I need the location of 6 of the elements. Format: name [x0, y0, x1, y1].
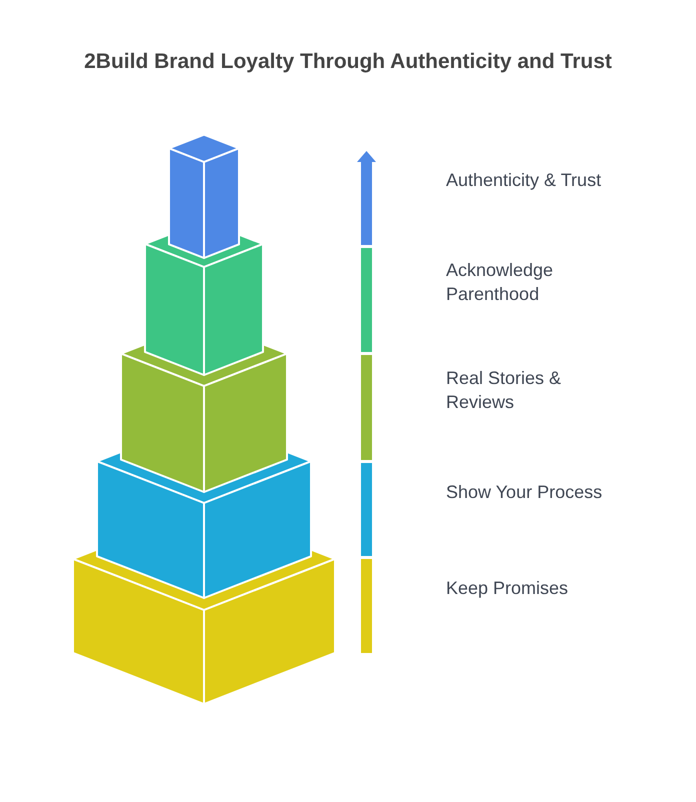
tier-label: Keep Promises — [446, 577, 570, 600]
tier-label: Acknowledge Parenthood — [446, 259, 554, 306]
tier-label: Show Your Process — [446, 481, 604, 504]
tier-label: Real Stories & Reviews — [446, 367, 562, 414]
diagram-title: 2Build Brand Loyalty Through Authenticity and Trust — [83, 49, 613, 75]
tier-label: Authenticity & Trust — [446, 169, 602, 192]
